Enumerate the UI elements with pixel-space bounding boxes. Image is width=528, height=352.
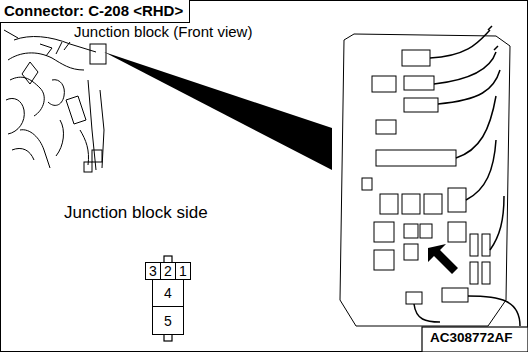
dashboard-sketch [4, 30, 106, 172]
figure-id: AC308772AF [430, 331, 513, 346]
wire-harness [414, 26, 520, 326]
pin-number: 2 [164, 264, 172, 278]
junction-block [340, 34, 510, 326]
pointer-wedge [104, 52, 332, 170]
connector-title: Connector: C-208 <RHD> [0, 0, 190, 23]
pin-cavity: 2 [160, 262, 176, 280]
pin-cavity: 3 [145, 262, 161, 280]
pin-number: 1 [179, 264, 187, 278]
view-label: Junction block side [64, 204, 208, 223]
pin-number: 4 [164, 286, 172, 300]
pin-cavity: 5 [152, 306, 184, 335]
pin-number: 3 [149, 264, 157, 278]
pin-number: 5 [164, 314, 172, 328]
part-label: Junction block (Front view) [74, 24, 252, 41]
location-arrow [428, 244, 458, 274]
pin-cavity: 4 [152, 279, 184, 307]
pin-cavity: 1 [175, 262, 191, 280]
leader-line [64, 42, 70, 50]
figure-id-box [422, 327, 528, 352]
